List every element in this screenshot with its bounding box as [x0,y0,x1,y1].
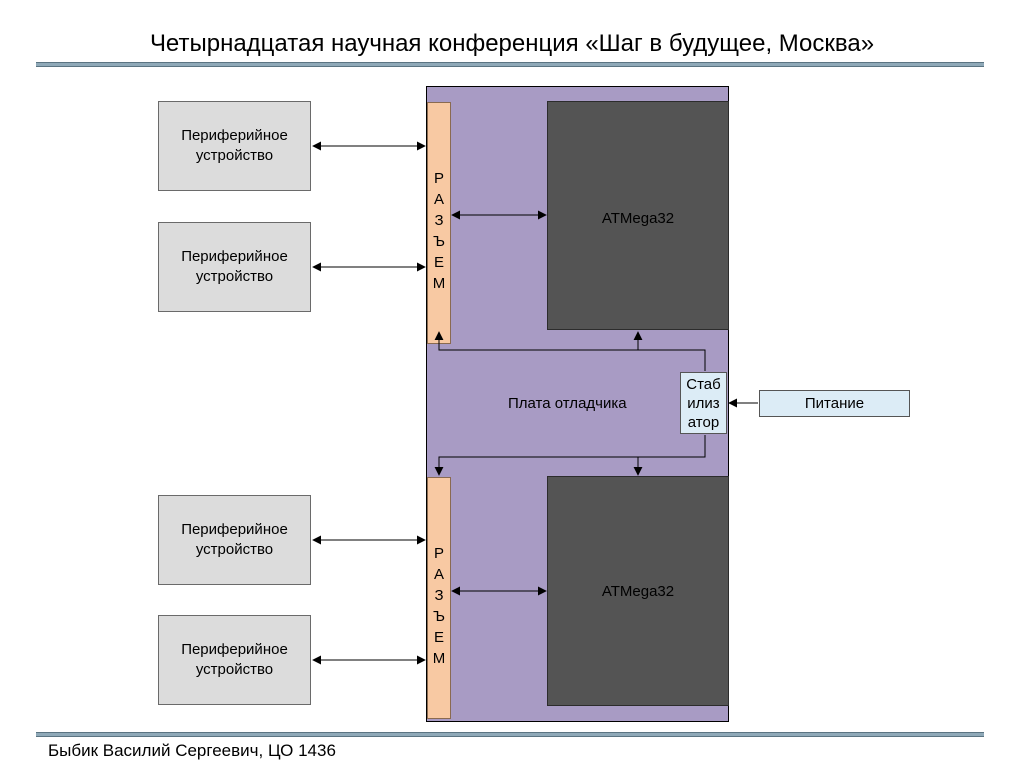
connector-letter: Е [433,254,444,271]
connector-letter: М [432,275,446,292]
peripheral-device-4: Периферийное устройство [158,615,311,705]
board-label: Плата отладчика [508,395,627,412]
stabilizer-to-bottom-line [434,435,706,476]
page-title: Четырнадцатая научная конференция «Шаг в… [149,30,875,57]
stabilizer-label-line3: атор [687,413,720,431]
peripheral-label-line1: Периферийное [181,127,288,144]
footer-author: Быбик Василий Сергеевич, ЦО 1436 [48,741,336,760]
peripheral-label-line1: Периферийное [181,641,288,658]
connector-letter: Р [433,545,444,562]
peripheral-label-line2: устройство [195,268,274,285]
connector-letter: Ъ [433,608,445,625]
connector-letter: Ъ [433,233,445,250]
mcu-label: ATMega32 [601,210,675,227]
peripheral-device-3: Периферийное устройство [158,495,311,585]
peripheral-label-line2: устройство [195,147,274,164]
connector-top: Р А З Ъ Е М [427,102,451,344]
connector-letter: Р [433,170,444,187]
connector-letter: З [434,212,444,229]
peripheral-label-line1: Периферийное [181,248,288,265]
connector-letter: З [434,587,444,604]
peripheral-label-line2: устройство [195,661,274,678]
connector-letter: М [432,650,446,667]
peripheral-label-line1: Периферийное [181,521,288,538]
power-supply: Питание [759,390,910,417]
mcu-bottom: ATMega32 [547,476,729,706]
footer-rule [36,732,984,737]
peripheral-device-1: Периферийное устройство [158,101,311,191]
peripheral-device-2: Периферийное устройство [158,222,311,312]
power-label: Питание [804,395,865,412]
connector-letter: Е [433,629,444,646]
mcu-label: ATMega32 [601,583,675,600]
stabilizer-label-line1: Стаб [686,375,721,393]
stabilizer-label-line2: илиз [687,394,720,412]
connector-letter: А [433,191,444,208]
mcu-top: ATMega32 [547,101,729,330]
connector-letter: А [433,566,444,583]
stabilizer-to-top-line [434,331,706,371]
peripheral-label-line2: устройство [195,541,274,558]
header-rule [36,62,984,67]
connector-bottom: Р А З Ъ Е М [427,477,451,719]
